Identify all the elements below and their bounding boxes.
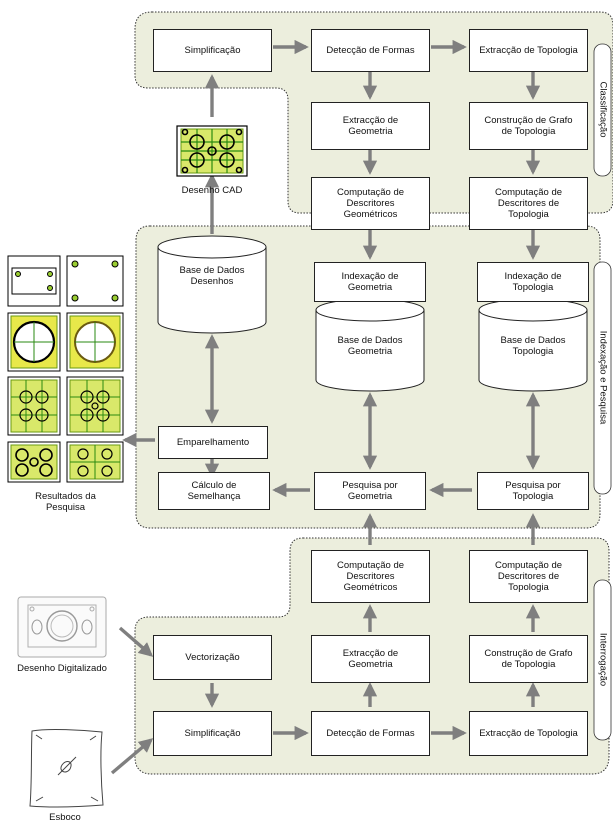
grafo-topologia-box-top: Construção de Grafo de Topologia [469,102,588,150]
result-thumb-8 [66,441,124,483]
descritores-geometricos-box-top: Computação de Descritores Geométricos [311,177,430,230]
db-topologia-label: Base de Dados Topologia [500,335,566,357]
label-indexacao-pesquisa: Indexação e Pesquisa [597,330,609,425]
extraccao-geometria-box-top: Extracção de Geometria [311,102,430,150]
tab-interrogacao [593,579,612,741]
db-geometria-label: Base de Dados Geometria [337,335,403,357]
calculo-semelhanca-box: Cálculo de Semelhança [158,472,270,510]
descritores-topologia-box-bottom: Computação de Descritores de Topologia [469,550,588,603]
result-thumb-4 [66,312,124,372]
caption-resultados-pesquisa: Resultados da Pesquisa [35,491,96,513]
tab-indexacao [593,261,612,495]
vectorizacao-box: Vectorização [153,635,272,680]
caption-desenho-cad: Desenho CAD [181,185,243,196]
simplificacao-box-top: Simplificação [153,29,272,72]
emparelhamento-box: Emparelhamento [158,426,268,459]
pesquisa-geometria-box: Pesquisa por Geometria [314,472,426,510]
caption-esboco: Esboco [49,812,81,823]
pesquisa-topologia-box: Pesquisa por Topologia [477,472,589,510]
flow-arrows [110,39,541,775]
db-geometria-cylinder [315,298,425,392]
result-thumb-2 [66,255,124,307]
db-topologia-cylinder [478,298,588,392]
scanned-drawing-image [17,596,107,658]
deteccao-formas-box-bottom: Detecção de Formas [311,711,430,756]
descritores-geometricos-box-bottom: Computação de Descritores Geométricos [311,550,430,603]
descritores-topologia-box-top: Computação de Descritores de Topologia [469,177,588,230]
extraccao-topologia-box-top: Extracção de Topologia [469,29,588,72]
result-thumb-6 [66,376,124,436]
deteccao-formas-box-top: Detecção de Formas [311,29,430,72]
indexacao-geometria-box: Indexação de Geometria [314,262,426,302]
db-desenhos-label: Base de Dados Desenhos [179,265,245,287]
extraccao-geometria-box-bottom: Extracção de Geometria [311,635,430,683]
simplificacao-box-bottom: Simplificação [153,711,272,756]
result-thumb-3 [7,312,61,372]
db-desenhos-cylinder [157,235,267,334]
result-thumb-5 [7,376,61,436]
search-results-thumbnails [7,255,124,483]
grafo-topologia-box-bottom: Construção de Grafo de Topologia [469,635,588,683]
label-classificacao: Classificação [597,81,609,138]
tab-classificacao [593,43,612,177]
result-thumb-7 [7,441,61,483]
indexacao-topologia-box: Indexação de Topologia [477,262,589,302]
extraccao-topologia-box-bottom: Extracção de Topologia [469,711,588,756]
caption-desenho-digitalizado: Desenho Digitalizado [17,663,107,674]
label-interrogacao: Interrogação [597,632,609,687]
result-thumb-1 [7,255,61,307]
cad-drawing-image [176,125,248,177]
sketch-image [29,728,104,808]
